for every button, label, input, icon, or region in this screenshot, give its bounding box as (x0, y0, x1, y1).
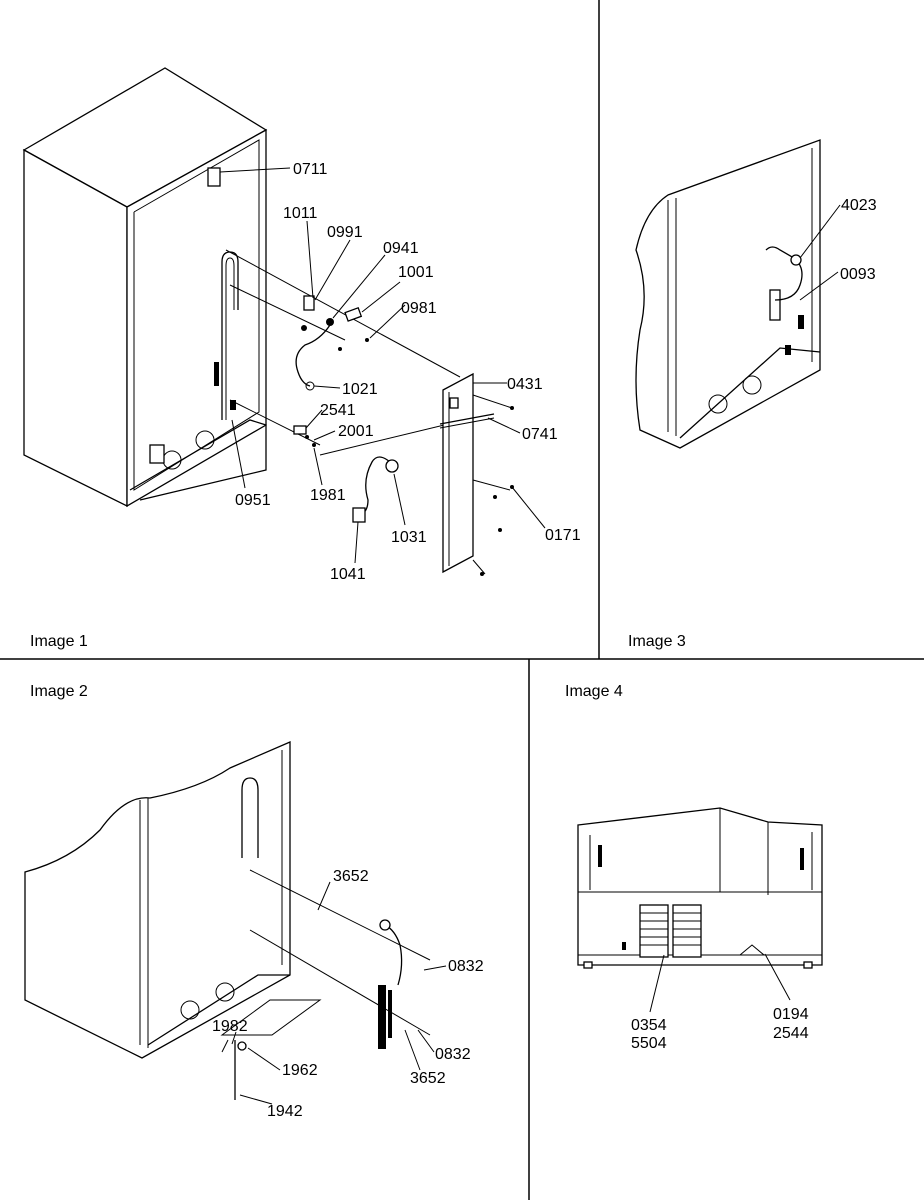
image4-leaders (649, 953, 791, 1013)
part-label: 5504 (631, 1035, 667, 1052)
part-label: 1942 (267, 1103, 303, 1120)
image1-leaders (219, 167, 546, 564)
part-label: 0194 (773, 1006, 809, 1023)
part-label: 0981 (401, 300, 437, 317)
image4-illustration (577, 807, 823, 969)
image4-part-labels: 0354 5504 0194 2544 (631, 1006, 809, 1052)
image1-part-labels: 0711 1011 0991 0941 1001 0981 1021 2541 … (235, 161, 581, 583)
part-label: 0171 (545, 527, 581, 544)
image2-caption: Image 2 (30, 683, 88, 700)
part-label: 1031 (391, 529, 427, 546)
part-label: 0991 (327, 224, 363, 241)
image2-illustration (24, 741, 431, 1100)
part-label: 1981 (310, 487, 346, 504)
image2-leaders (231, 881, 447, 1105)
part-label: 3652 (410, 1070, 446, 1087)
part-label: 1041 (330, 566, 366, 583)
image1-illustration (22, 67, 514, 576)
part-label: 0093 (840, 266, 876, 283)
compressor-grille (639, 904, 702, 958)
part-label: 2001 (338, 423, 374, 440)
image1-caption: Image 1 (30, 633, 88, 650)
part-label: 1021 (342, 381, 378, 398)
part-label: 4023 (841, 197, 877, 214)
part-label: 0951 (235, 492, 271, 509)
part-label: 2544 (773, 1025, 809, 1042)
part-label: 0832 (448, 958, 484, 975)
part-label: 2541 (320, 402, 356, 419)
image2-part-labels: 3652 0832 1982 0832 1962 3652 1942 (212, 868, 484, 1120)
image3-caption: Image 3 (628, 633, 686, 650)
part-label: 0941 (383, 240, 419, 257)
part-label: 0431 (507, 376, 543, 393)
image4-caption: Image 4 (565, 683, 623, 700)
part-label: 1982 (212, 1018, 248, 1035)
part-label: 3652 (333, 868, 369, 885)
part-label: 0741 (522, 426, 558, 443)
image3-part-labels: 4023 0093 (840, 197, 877, 283)
part-label: 1962 (282, 1062, 318, 1079)
part-label: 1001 (398, 264, 434, 281)
part-label: 0711 (293, 161, 328, 178)
part-label: 0354 (631, 1017, 667, 1034)
part-label: 0832 (435, 1046, 471, 1063)
part-label: 1011 (283, 205, 318, 222)
image3-illustration (635, 139, 841, 449)
